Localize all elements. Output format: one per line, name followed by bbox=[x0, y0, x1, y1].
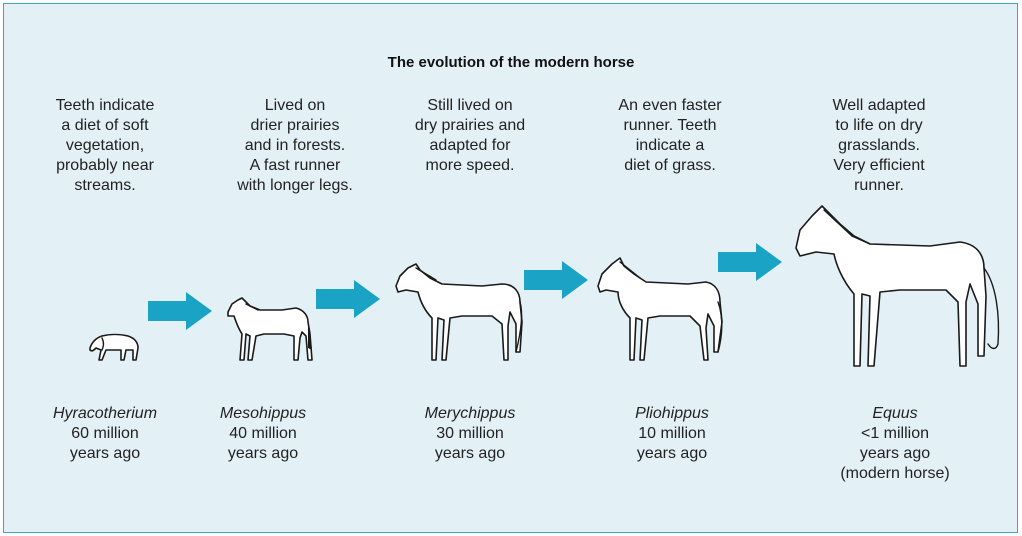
mesohippus-illustration bbox=[228, 298, 312, 360]
stage-3-time: 30 million years ago bbox=[385, 424, 555, 464]
stage-3-name: Merychippus bbox=[385, 404, 555, 424]
stage-1-time: 60 million years ago bbox=[20, 424, 190, 464]
stage-5-label: Equus <1 million years ago (modern horse… bbox=[810, 404, 980, 484]
stage-2-name: Mesohippus bbox=[178, 404, 348, 424]
arrow-2 bbox=[316, 280, 380, 318]
stage-5-time: <1 million years ago (modern horse) bbox=[810, 424, 980, 484]
stage-4-time: 10 million years ago bbox=[587, 424, 757, 464]
equus-illustration bbox=[796, 206, 998, 366]
arrow-1 bbox=[148, 292, 212, 330]
stage-3-label: Merychippus 30 million years ago bbox=[385, 404, 555, 464]
stage-5-name: Equus bbox=[810, 404, 980, 424]
stage-1-name: Hyracotherium bbox=[20, 404, 190, 424]
arrow-3 bbox=[524, 261, 588, 299]
stage-4-name: Pliohippus bbox=[587, 404, 757, 424]
stage-4-label: Pliohippus 10 million years ago bbox=[587, 404, 757, 464]
stage-1-label: Hyracotherium 60 million years ago bbox=[20, 404, 190, 464]
stage-2-label: Mesohippus 40 million years ago bbox=[178, 404, 348, 464]
hyracotherium-illustration bbox=[90, 335, 138, 361]
merychippus-illustration bbox=[396, 264, 522, 360]
stage-2-time: 40 million years ago bbox=[178, 424, 348, 464]
pliohippus-illustration bbox=[598, 258, 722, 360]
arrow-4 bbox=[718, 243, 782, 281]
